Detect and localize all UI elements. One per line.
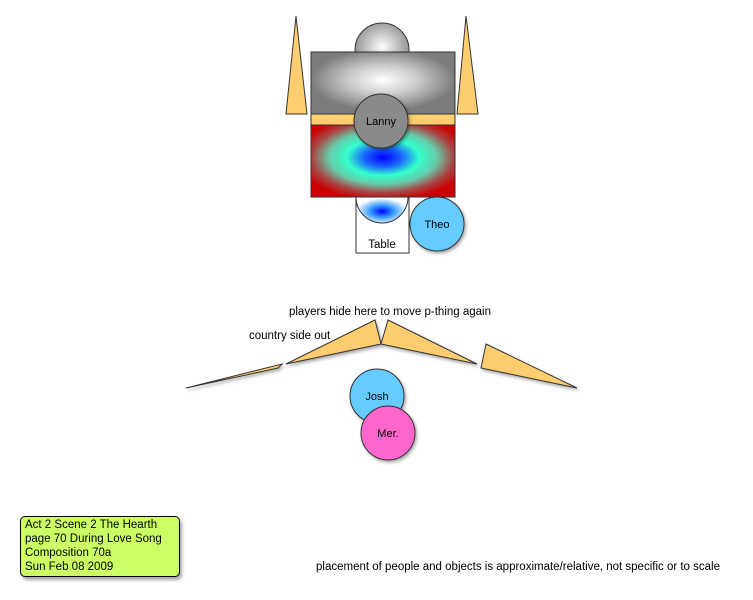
flat-far-right <box>480 343 578 389</box>
theo-circle <box>409 196 465 252</box>
mer-label: Mer. <box>377 428 398 440</box>
right-spike-flat <box>456 15 479 115</box>
table-bowl <box>355 196 409 224</box>
flat-far-left <box>185 363 284 389</box>
scene-info-line: page 70 During Love Song <box>25 533 162 545</box>
lanny-circle <box>353 93 409 149</box>
hide-note-label: players hide here to move p-thing again <box>289 306 491 318</box>
scene-info-box: Act 2 Scene 2 The Hearth page 70 During … <box>20 516 180 577</box>
lanny-label: Lanny <box>366 116 396 128</box>
theo-token: Theo <box>409 196 465 252</box>
left-spike-flat <box>285 15 308 115</box>
mer-token: Mer. <box>360 405 416 461</box>
scale-footnote: placement of people and objects is appro… <box>316 561 720 573</box>
josh-label: Josh <box>365 391 388 403</box>
scene-info-line: Sun Feb 08 2009 <box>25 561 114 573</box>
flat-center-right <box>380 319 478 365</box>
scene-info-line: Composition 70a <box>25 547 112 559</box>
flat-center-left <box>285 319 382 365</box>
theo-label: Theo <box>424 219 449 231</box>
mer-circle <box>360 405 416 461</box>
table-label: Table <box>368 239 396 251</box>
scene-info-line: Act 2 Scene 2 The Hearth <box>25 519 158 531</box>
lanny-token: Lanny <box>353 93 409 149</box>
country-side-label: country side out <box>249 330 331 342</box>
